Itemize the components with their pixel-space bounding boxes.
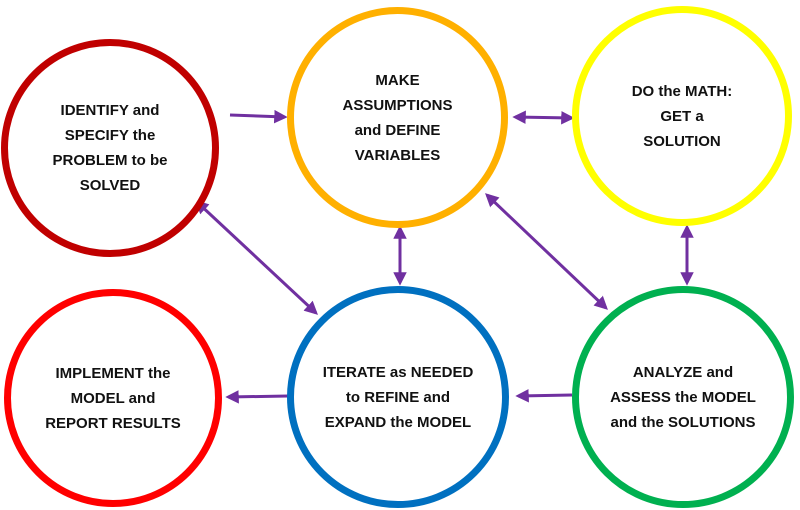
node-iterate-line: ITERATE as NEEDED [322,363,474,381]
node-assume-line: and DEFINE [354,121,441,139]
node-analyze-assess: ANALYZE and ASSESS the MODEL and the SOL… [572,286,794,508]
node-iterate-label: ITERATE as NEEDED to REFINE and EXPAND t… [303,360,493,435]
node-implement-line: REPORT RESULTS [45,414,181,432]
node-assume-line: MAKE [375,71,420,89]
node-assume-line: ASSUMPTIONS [342,96,453,114]
arrow-iterate-to-implement [225,390,289,404]
node-do-the-math: DO the MATH: GET a SOLUTION [572,6,792,226]
arrow-assume-analyze [485,193,608,310]
node-math-line: GET a [660,107,704,125]
node-implement-line: IMPLEMENT the [55,364,171,382]
node-implement-model: IMPLEMENT the MODEL and REPORT RESULTS [4,289,222,507]
arrow-identify-to-assume [229,109,288,124]
node-implement-line: MODEL and [70,389,156,407]
arrow-analyze-to-iterate [515,389,573,403]
node-analyze-line: ASSESS the MODEL [610,388,756,406]
node-assume-line: VARIABLES [354,146,441,164]
node-iterate-line: to REFINE and [345,388,451,406]
node-identify-label: IDENTIFY and SPECIFY the PROBLEM to be S… [25,98,195,198]
node-implement-label: IMPLEMENT the MODEL and REPORT RESULTS [23,361,203,436]
node-iterate-refine: ITERATE as NEEDED to REFINE and EXPAND t… [287,286,509,508]
arrow-identify-iterate [195,200,318,315]
node-math-line: SOLUTION [643,132,721,150]
node-make-assumptions: MAKE ASSUMPTIONS and DEFINE VARIABLES [287,7,508,228]
arrow-assume-math [512,110,575,125]
node-analyze-label: ANALYZE and ASSESS the MODEL and the SOL… [588,360,778,435]
node-identify-problem: IDENTIFY and SPECIFY the PROBLEM to be S… [1,39,219,257]
node-identify-line: SPECIFY the [64,127,156,144]
node-analyze-line: and the SOLUTIONS [610,413,756,431]
node-identify-line: SOLVED [79,177,141,194]
node-math-line: DO the MATH: [631,82,733,100]
node-math-label: DO the MATH: GET a SOLUTION [597,79,767,154]
node-identify-line: IDENTIFY and [60,102,160,119]
node-identify-line: PROBLEM to be [52,152,168,169]
node-analyze-line: ANALYZE and [632,363,734,381]
node-assume-label: MAKE ASSUMPTIONS and DEFINE VARIABLES [313,68,483,168]
node-iterate-line: EXPAND the MODEL [324,413,472,431]
